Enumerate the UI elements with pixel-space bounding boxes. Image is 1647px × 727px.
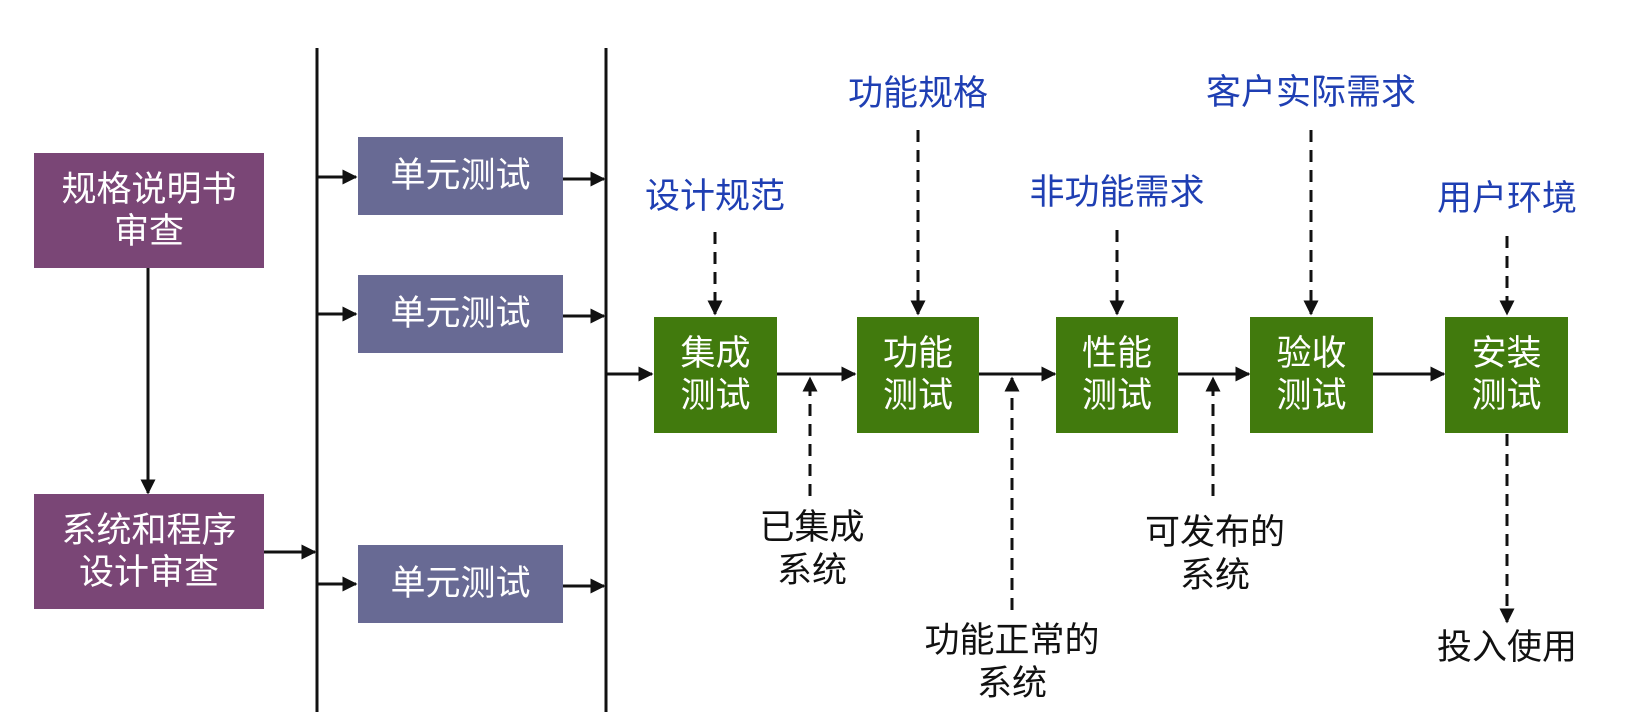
integrated-system-label: 已集成 系统: [759, 508, 865, 591]
design-spec-label: 设计规范: [644, 177, 786, 217]
customer-req-label: 客户实际需求: [1205, 73, 1417, 113]
unit-test-box: 单元测试: [358, 545, 563, 623]
unit-test-box: 单元测试: [358, 137, 563, 215]
spec-review-box: 规格说明书 审查: [34, 153, 264, 268]
installation-test-box: 安装 测试: [1445, 317, 1568, 433]
releasable-system-label: 可发布的 系统: [1144, 513, 1286, 596]
integration-test-box: 集成 测试: [654, 317, 777, 433]
unit-test-box: 单元测试: [358, 275, 563, 353]
design-review-box: 系统和程序 设计审查: [34, 494, 264, 609]
nonfunctional-req-label: 非功能需求: [1029, 173, 1205, 213]
functional-test-box: 功能 测试: [857, 317, 979, 433]
acceptance-test-box: 验收 测试: [1250, 317, 1373, 433]
functional-spec-label: 功能规格: [847, 74, 989, 114]
user-env-label: 用户环境: [1436, 179, 1578, 219]
performance-test-box: 性能 测试: [1056, 317, 1178, 433]
functioning-system-label: 功能正常的 系统: [924, 621, 1100, 704]
in-use-label: 投入使用: [1437, 628, 1578, 668]
